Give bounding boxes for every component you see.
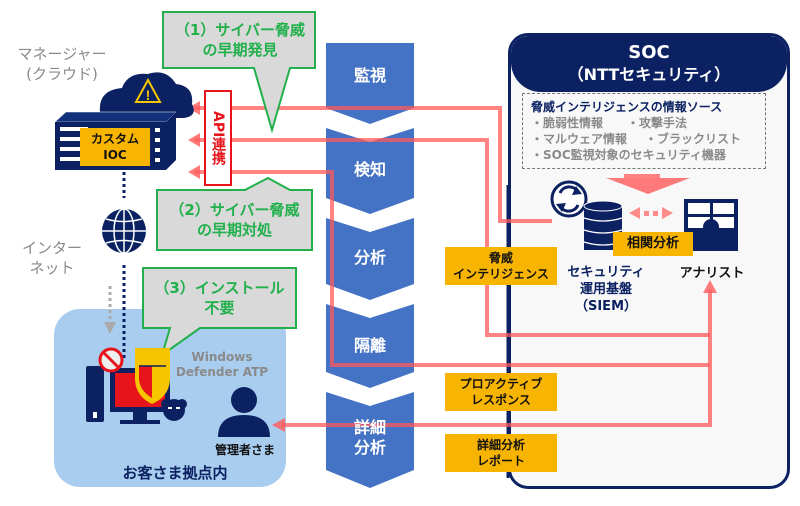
step-shape-analyze: [326, 218, 414, 300]
arrow-down-icon: [104, 322, 116, 334]
flow-label-line: インテリジェンス: [453, 267, 549, 281]
step-label: 監視: [353, 66, 386, 85]
callout-line: の早期対処: [196, 221, 272, 239]
arrowheads: [188, 101, 717, 432]
correlation-arrow: [629, 207, 673, 219]
step-label: 検知: [353, 160, 386, 179]
custom-ioc-line: カスタム: [90, 132, 139, 146]
flow-label-line: レスポンス: [471, 393, 531, 407]
callout-line: （2）サイバー脅威: [169, 201, 300, 219]
intel-item: ・SOC監視対象のセキュリティ機器: [531, 148, 726, 162]
internet-label-line: ネット: [29, 259, 75, 277]
admin-label: 管理者さま: [214, 443, 275, 457]
manager-label-line: マネージャー: [17, 45, 107, 63]
warning-icon: [134, 77, 162, 103]
defender-label-line: Windows: [191, 350, 253, 364]
step-isolate: 隔離: [326, 336, 414, 356]
callout-line: の早期発見: [202, 41, 278, 59]
soc-header: SOC （NTTセキュリティ）: [511, 36, 787, 92]
step-shape-detail-analysis: [326, 392, 414, 488]
step-shape-monitor: [326, 43, 414, 124]
siem-database-icon: [550, 180, 623, 250]
arrow-up-icon: [703, 280, 717, 293]
flow-line-intel: [195, 106, 552, 223]
step-detail-analysis: 詳細 分析: [326, 418, 414, 458]
analyst-monitor-icon: [684, 199, 738, 251]
callout-2-shape: [156, 176, 313, 251]
svg-text:!: !: [146, 87, 151, 103]
callout-early-response: （2）サイバー脅威 の早期対処: [157, 200, 312, 240]
flow-line-report: [282, 290, 712, 427]
intel-sources-box: 脅威インテリジェンスの情報ソース ・脆弱性情報 ・攻撃手法 ・マルウェア情報 ・…: [522, 93, 766, 169]
siem-label-line: セキュリティ: [567, 265, 645, 280]
callout-line: （1）サイバー脅威: [174, 21, 306, 39]
intel-sources-title: 脅威インテリジェンスの情報ソース: [531, 100, 723, 114]
callout-line: （3）インストール: [154, 279, 285, 297]
callout-early-detection: （1）サイバー脅威 の早期発見: [165, 20, 315, 60]
flow-label-line: プロアクティブ: [459, 377, 543, 391]
step-label: 隔離: [353, 336, 386, 355]
siem-label: セキュリティ 運用基盤 （SIEM）: [556, 264, 656, 315]
custom-ioc-label: カスタム IOC: [80, 128, 150, 166]
siem-label-line: （SIEM）: [574, 299, 638, 314]
flow-label-line: 脅威: [488, 251, 513, 265]
internet-label-line: インター: [21, 239, 82, 257]
flow-lines: [195, 106, 712, 427]
callout-3-shape: [142, 267, 297, 358]
step-label: 分析: [353, 438, 386, 457]
intel-item: ・攻撃手法: [627, 116, 688, 130]
custom-ioc-line: IOC: [103, 148, 127, 162]
defender-label-line: Defender ATP: [175, 365, 269, 379]
arrow-left-icon: [188, 133, 200, 147]
flow-line-proactive: [195, 138, 710, 337]
step-label: 分析: [353, 248, 386, 267]
admin-person-icon: [218, 387, 270, 437]
step-label: 詳細: [353, 418, 386, 437]
intel-item: ・マルウェア情報: [531, 132, 628, 146]
manager-label: マネージャー (クラウド): [2, 44, 122, 84]
intel-item: ・ブラックリスト: [645, 132, 742, 146]
step-detect: 検知: [326, 160, 414, 180]
soc-panel: SOC （NTTセキュリティ）: [508, 33, 790, 489]
arrow-left-icon: [188, 165, 200, 179]
process-chevrons: [326, 43, 414, 488]
step-monitor: 監視: [326, 66, 414, 86]
soc-title: SOC: [628, 42, 670, 63]
flow-label-threat-intel: 脅威 インテリジェンス: [445, 247, 557, 285]
callout-line: 不要: [204, 299, 235, 317]
callout-1-shape: [162, 11, 316, 134]
no-entry-icon: [98, 347, 124, 373]
flow-line-isolate: [195, 170, 710, 367]
malware-icon: [161, 399, 187, 421]
analyst-label: アナリスト: [679, 266, 745, 281]
flow-label-proactive-response: プロアクティブ レスポンス: [445, 373, 557, 411]
step-shape-detect: [326, 128, 414, 214]
step-analyze: 分析: [326, 248, 414, 268]
callout-no-install: （3）インストール 不要: [143, 278, 296, 318]
arrow-left-icon: [188, 101, 200, 115]
siem-label-line: 運用基盤: [579, 282, 632, 297]
intel-item: ・脆弱性情報: [531, 116, 604, 130]
flow-label-line: 詳細分析: [476, 438, 525, 452]
arrow-left-icon: [272, 418, 285, 432]
shield-icon: [135, 348, 170, 404]
api-integration-label: API連携: [204, 90, 232, 186]
manager-label-line: (クラウド): [26, 65, 98, 83]
flow-label-detail-report: 詳細分析 レポート: [445, 434, 557, 472]
defender-atp-label: Windows Defender ATP: [172, 350, 272, 380]
customer-site-label: お客さま拠点内: [122, 464, 228, 482]
arrow-down-icon: [606, 178, 690, 194]
flow-label-line: レポート: [476, 454, 525, 468]
soc-subtitle: （NTTセキュリティ）: [567, 65, 731, 84]
internet-label: インター ネット: [8, 238, 96, 278]
correlation-analysis-label: 相関分析: [613, 232, 693, 256]
globe-icon: [102, 208, 146, 254]
